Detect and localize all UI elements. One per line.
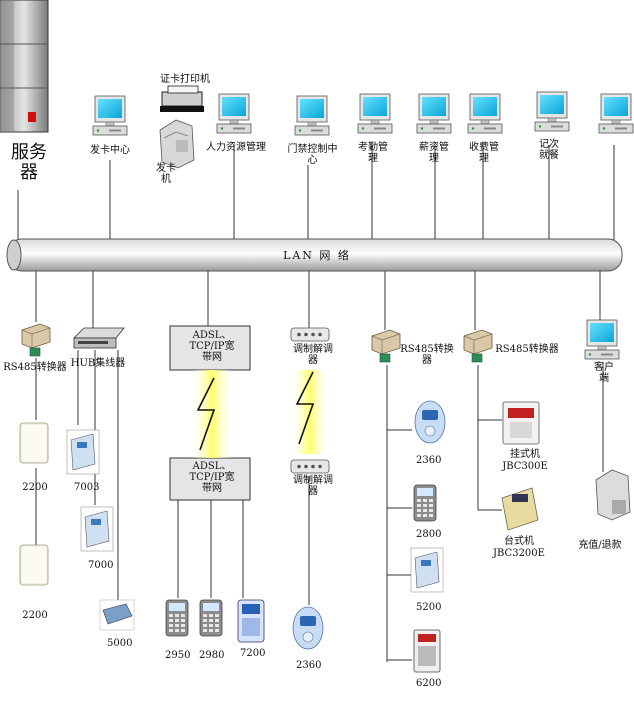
gate-terminal-icon — [413, 629, 441, 673]
modem-label: 调制解调器 — [293, 475, 333, 497]
workstation-label: 收费管理 — [469, 142, 499, 164]
rs485-converter-icon — [21, 323, 51, 357]
workstation-label: 薪资管理 — [419, 142, 449, 164]
consumption-terminal-icon — [414, 400, 446, 444]
desk-unit-icon — [501, 487, 539, 531]
wall-unit-model: JBC300E — [502, 461, 548, 472]
lan-label: LAN 网 络 — [283, 249, 351, 262]
device-code: 7200 — [240, 648, 266, 659]
device-code: 2950 — [165, 650, 191, 661]
consumption-terminal-icon — [292, 606, 324, 650]
wan-label: ADSL、TCP/IP宽带网 — [189, 461, 235, 494]
workstation-label: 人力资源管理 — [206, 142, 266, 153]
rs485-label: RS485转换器 — [3, 362, 67, 373]
hub-icon — [73, 327, 125, 349]
lan-backbone — [6, 238, 623, 272]
wan-icon — [169, 325, 251, 501]
rs485-label: RS485转换器 — [400, 344, 454, 366]
terminal-icon — [66, 429, 100, 475]
workstation-icon — [216, 93, 252, 134]
terminal-icon — [80, 506, 114, 552]
workstation-icon — [416, 93, 452, 134]
rs485-label: RS485转换器 — [495, 344, 559, 355]
pos-terminal-icon — [237, 599, 265, 643]
card-reader-icon — [19, 544, 49, 586]
hub-label: HUB集线器 — [70, 358, 126, 369]
device-code: 7003 — [74, 482, 100, 493]
server-label: 服务器 — [11, 142, 47, 183]
workstation-label: 考勤管理 — [358, 142, 388, 164]
client-label: 客户端 — [594, 362, 614, 384]
workstation-icon — [467, 93, 503, 134]
printer-label: 证卡打印机 — [160, 74, 210, 85]
device-code: 2200 — [22, 482, 48, 493]
device-code: 6200 — [416, 678, 442, 689]
modem-icon — [290, 327, 330, 342]
device-code: 2800 — [416, 529, 442, 540]
device-code: 2980 — [199, 650, 225, 661]
workstation-icon — [294, 95, 330, 136]
modem-label: 调制解调器 — [293, 344, 333, 366]
card-issuer-icon — [159, 119, 195, 169]
workstation-icon — [598, 93, 634, 134]
client-pc-icon — [584, 319, 620, 360]
modem-link-icon — [290, 370, 330, 454]
rs485-converter-icon — [463, 329, 493, 363]
desk-unit-model: JBC3200E — [493, 548, 545, 559]
printer-icon — [160, 85, 204, 112]
workstation-label: 记次就餐 — [539, 139, 559, 161]
device-code: 5000 — [107, 638, 133, 649]
card-reader-icon — [19, 422, 49, 464]
workstation-icon — [534, 91, 570, 132]
keypad-terminal-icon — [199, 599, 223, 637]
wall-unit-icon — [502, 401, 540, 445]
device-code: 2360 — [296, 660, 322, 671]
recharge-machine-icon — [595, 469, 631, 521]
keypad-terminal-icon — [413, 484, 437, 522]
controller-icon — [99, 599, 135, 631]
modem-icon — [290, 459, 330, 474]
connection-lines — [17, 145, 615, 662]
workstation-label: 门禁控制中心 — [287, 144, 338, 166]
device-code: 5200 — [416, 602, 442, 613]
recharge-label: 充值/退款 — [578, 540, 622, 551]
card-issuer-label: 发卡机 — [156, 163, 176, 185]
workstation-icon — [357, 93, 393, 134]
wall-unit-label: 挂式机 — [510, 449, 540, 460]
workstation-label: 发卡中心 — [90, 145, 130, 156]
server-icon — [0, 0, 49, 133]
desk-unit-label: 台式机 — [504, 536, 534, 547]
device-code: 7000 — [88, 560, 114, 571]
workstation-icon — [92, 95, 128, 136]
terminal-icon — [410, 547, 444, 593]
device-code: 2200 — [22, 610, 48, 621]
keypad-terminal-icon — [165, 599, 189, 637]
wan-label: ADSL、TCP/IP宽带网 — [189, 330, 235, 363]
device-code: 2360 — [416, 455, 442, 466]
